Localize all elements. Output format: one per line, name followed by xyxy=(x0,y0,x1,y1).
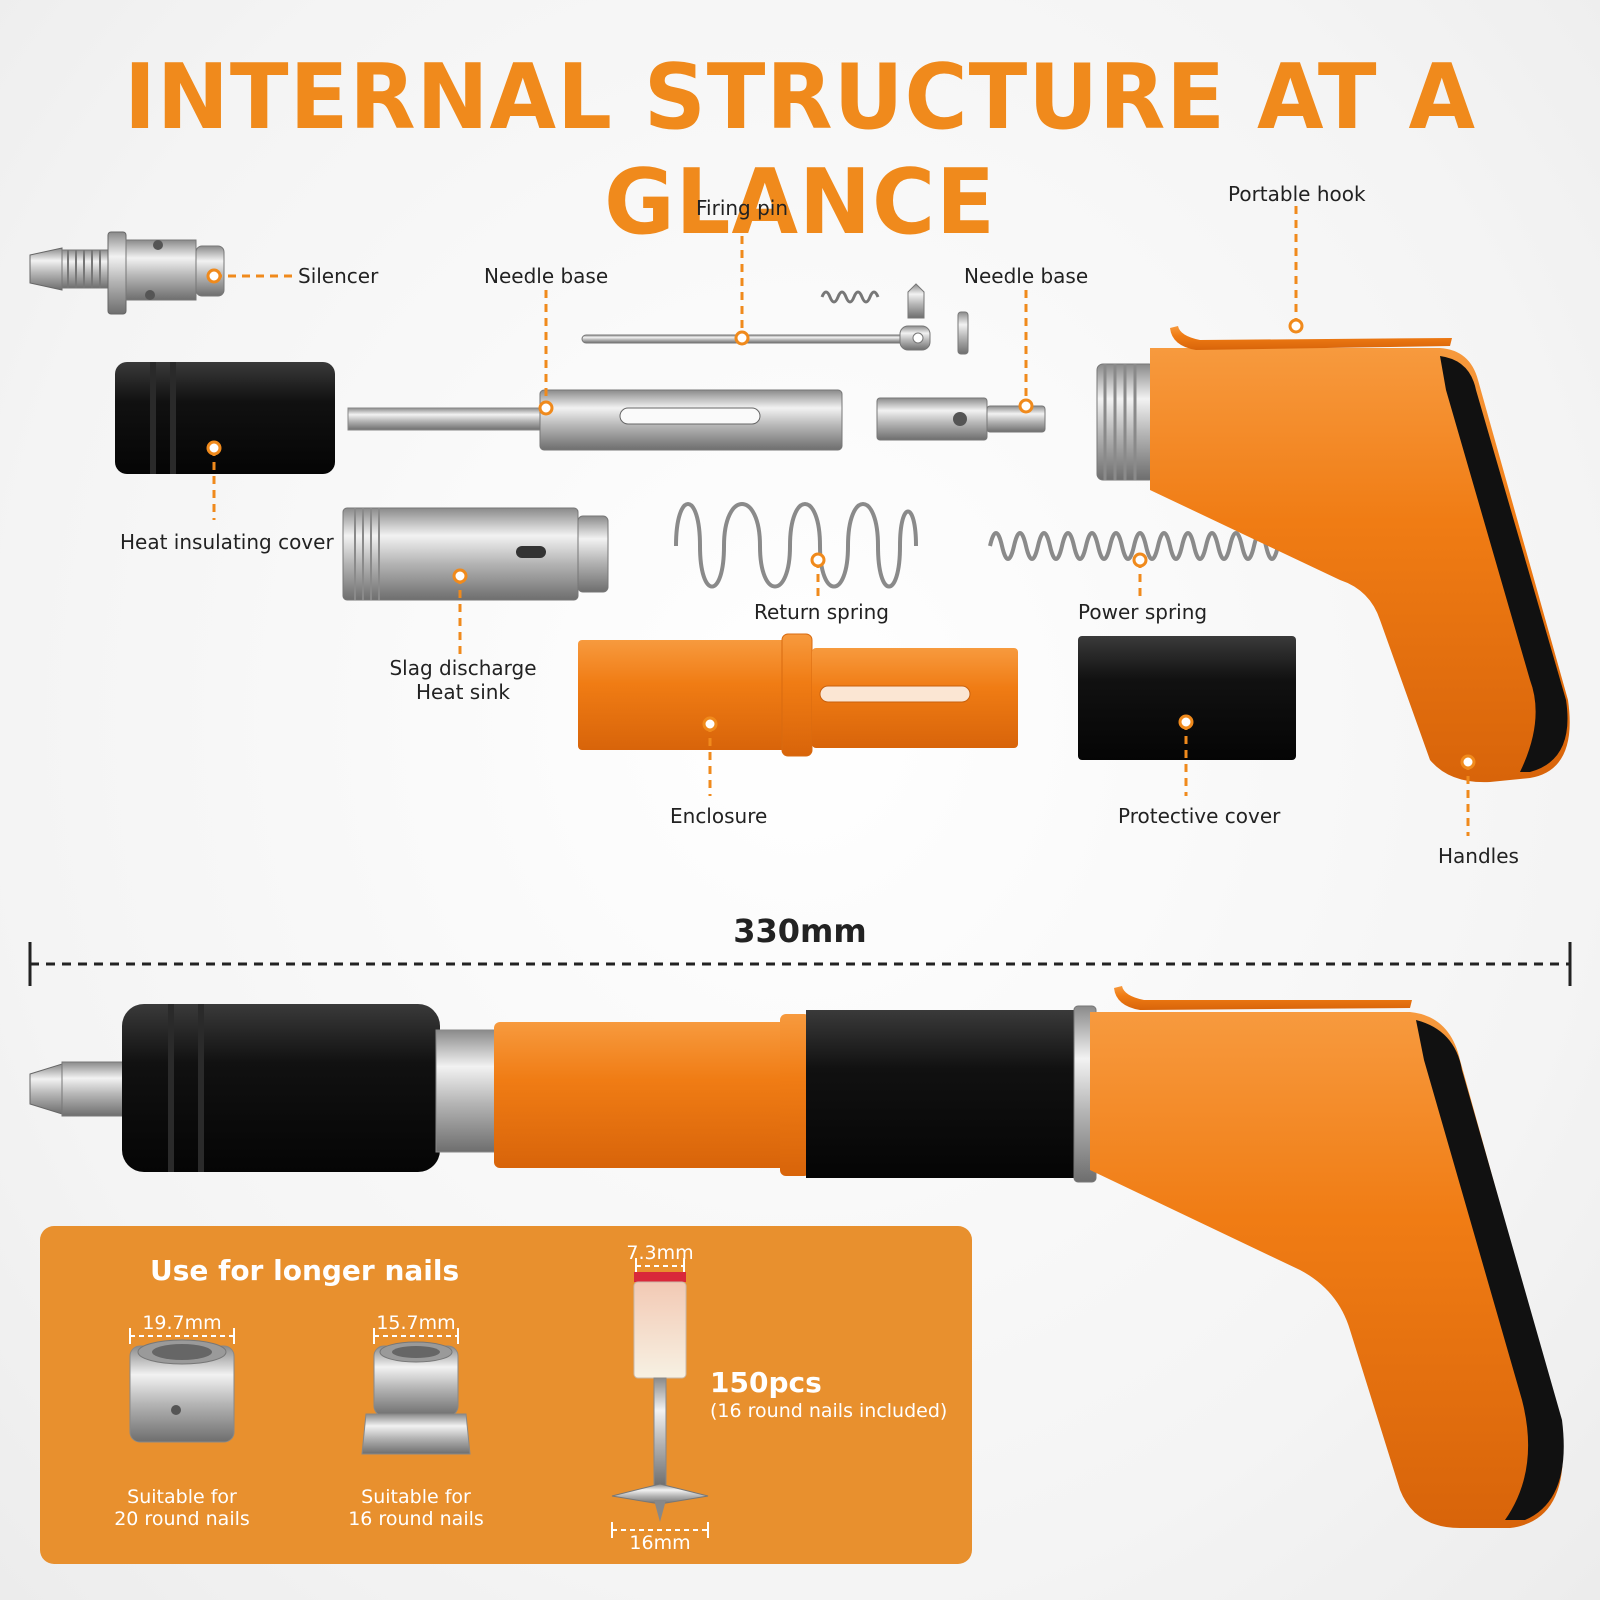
protective-cover-part xyxy=(1078,636,1296,760)
adapter-2-caption-line1: Suitable for xyxy=(361,1486,471,1508)
panel-title: Use for longer nails xyxy=(150,1254,460,1287)
adapter-1-diameter: 19.7mm xyxy=(142,1312,222,1334)
return-spring-part xyxy=(674,502,918,589)
heat-insulating-cover-part xyxy=(115,362,335,474)
label-protective-cover: Protective cover xyxy=(1118,804,1281,828)
label-slag-discharge: Slag discharge Heat sink xyxy=(380,656,546,704)
label-silencer: Silencer xyxy=(298,264,379,288)
enclosure-part xyxy=(578,633,1018,757)
label-return-spring: Return spring xyxy=(754,600,889,624)
label-slag-discharge-line2: Heat sink xyxy=(415,680,511,704)
adapter-2-diameter: 15.7mm xyxy=(376,1312,456,1334)
nail-count: 150pcs xyxy=(710,1366,822,1399)
needle-base-part xyxy=(347,389,843,451)
page-title: INTERNAL STRUCTURE AT A GLANCE xyxy=(123,45,1477,255)
nail-diagram xyxy=(611,1272,709,1522)
adapter-1-caption: Suitable for 20 round nails xyxy=(104,1486,260,1530)
needle-base-2-part xyxy=(876,397,1046,441)
leader-lines xyxy=(212,206,1470,836)
adapter-1-caption-line1: Suitable for xyxy=(127,1486,237,1508)
power-spring-part xyxy=(988,531,1280,561)
length-dimension-line xyxy=(28,942,1572,986)
nail-bottom-dimension xyxy=(611,1522,709,1538)
label-heat-insulating-cover: Heat insulating cover xyxy=(120,530,334,554)
nail-top-dimension xyxy=(635,1258,685,1274)
nail-count-note: (16 round nails included) xyxy=(710,1400,948,1422)
overall-length-label: 330mm xyxy=(733,912,867,950)
handle-part-top xyxy=(1096,326,1570,783)
adapter-2 xyxy=(361,1341,471,1455)
label-needle-base-2: Needle base xyxy=(964,264,1089,288)
assembled-tool xyxy=(29,986,1564,1528)
label-handles: Handles xyxy=(1438,844,1519,868)
label-portable-hook: Portable hook xyxy=(1228,182,1366,206)
label-enclosure: Enclosure xyxy=(670,804,768,828)
adapter-2-dimension xyxy=(373,1328,459,1344)
slag-discharge-heat-sink-part xyxy=(342,507,609,601)
nail-top-diameter: 7.3mm xyxy=(626,1242,694,1264)
adapter-2-caption: Suitable for 16 round nails xyxy=(338,1486,494,1530)
adapter-1 xyxy=(129,1339,235,1443)
label-needle-base: Needle base xyxy=(484,264,609,288)
nail-bottom-diameter: 16mm xyxy=(629,1532,691,1554)
label-slag-discharge-line1: Slag discharge xyxy=(389,656,537,680)
label-power-spring: Power spring xyxy=(1078,600,1208,624)
adapter-2-caption-line2: 16 round nails xyxy=(348,1508,484,1530)
leader-dots xyxy=(206,268,1476,770)
adapter-1-dimension xyxy=(129,1328,235,1344)
label-firing-pin: Firing pin xyxy=(696,196,789,220)
adapter-1-caption-line2: 20 round nails xyxy=(114,1508,250,1530)
